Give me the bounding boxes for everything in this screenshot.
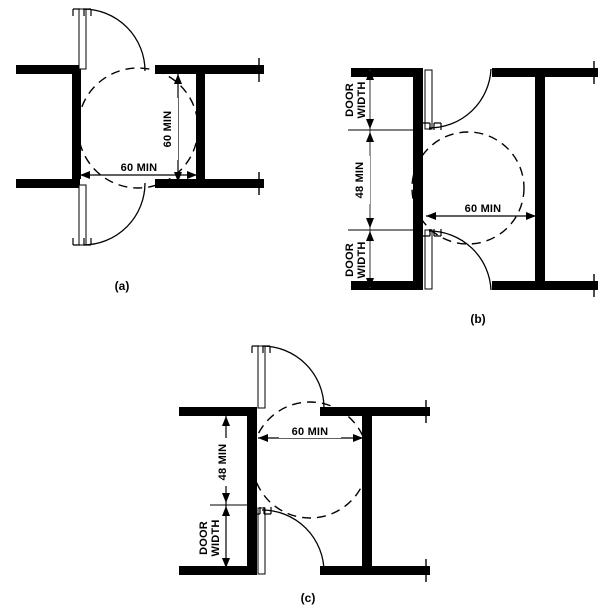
hinge-icon-top-a: [72, 8, 92, 16]
door-leaf-top-b: [424, 69, 433, 130]
wall-left-vertical-b: [413, 68, 423, 290]
dim-label-48-min-b: 48 MIN: [354, 162, 366, 199]
door-leaf-bottom-c: [257, 507, 266, 575]
dim-label-48-min-c: 48 MIN: [217, 444, 229, 481]
wall-jamb-right-upper-a: [196, 65, 205, 179]
dim-label-60-min-vertical-a: 60 MIN: [162, 111, 174, 148]
figure-caption-a: (a): [115, 279, 130, 293]
figure-caption-b: (b): [470, 312, 485, 326]
wall-lower-right-a: [155, 179, 264, 188]
dim-arrow-right-b: [526, 212, 536, 220]
dim-arrow-right-a: [187, 171, 197, 179]
wall-jamb-left-upper-a: [72, 65, 81, 179]
dim-label-bg-horizontal-a: [108, 160, 170, 174]
dim-label-60-min-b: 60 MIN: [465, 203, 502, 215]
dim-label-60-min-horizontal-a: 60 MIN: [121, 162, 158, 174]
wall-upper-left-a: [16, 65, 80, 74]
dim-label-bg-vertical-a: [164, 98, 178, 160]
wall-top-left-b: [351, 68, 423, 77]
dim-arrow-chain-bottom-c: [222, 558, 230, 568]
wall-top-left-c: [179, 407, 256, 416]
wall-top-right-c: [320, 407, 430, 416]
swing-arc-top-c: [261, 345, 325, 409]
dim-arrow-chain-mid-bot-down-b: [366, 231, 374, 241]
dim-arrow-chain-mid-down-c: [222, 506, 230, 516]
dim-label-door-width-top-line2-b: WIDTH: [356, 81, 368, 118]
dim-arrow-chain-mid-bot-up-b: [366, 218, 374, 228]
dim-arrow-left-c: [258, 434, 268, 442]
door-leaf-bottom-a: [78, 184, 87, 246]
dim-label-bg-horizontal-b: [452, 201, 514, 215]
door-leaf-top-a: [78, 8, 87, 70]
dim-arrow-chain-top-b: [366, 70, 374, 80]
dim-arrow-right-c: [353, 434, 363, 442]
hinge-icon-top-c: [251, 345, 271, 353]
dim-arrow-top-a: [174, 74, 182, 84]
dim-label-60-min-c: 60 MIN: [292, 426, 329, 438]
turning-space-circle-b: [411, 131, 525, 245]
swing-arc-top-a: [82, 8, 146, 72]
figure-caption-c: (c): [301, 591, 316, 605]
figure-a: 60 MIN 60 MIN (a): [16, 8, 264, 293]
wall-lower-left-a: [16, 179, 80, 188]
hinge-icon-bottom-a: [72, 238, 92, 246]
dim-label-door-width-bot-line1-b: DOOR: [344, 243, 356, 277]
dim-label-door-width-line2-c: WIDTH: [210, 519, 222, 556]
hinge-icon-top-b: [423, 122, 442, 130]
dim-arrow-bottom-a: [174, 172, 182, 182]
dim-arrow-left-a: [80, 171, 90, 179]
figure-b: DOOR WIDTH 48 MIN DOOR WIDTH 60 MIN (b): [344, 61, 598, 326]
dim-label-bg-48-c: [219, 438, 233, 486]
wall-left-vertical-c: [247, 407, 257, 575]
swing-arc-top-b: [428, 68, 492, 129]
dim-label-bg-horizontal-c: [279, 424, 341, 438]
figure-c: 60 MIN 48 MIN DOOR WIDTH (c): [179, 345, 430, 605]
dim-label-door-width-bot-line2-b: WIDTH: [356, 241, 368, 278]
dim-arrow-chain-bottom-b: [366, 278, 374, 288]
door-leaf-top-c: [257, 345, 266, 409]
dim-label-door-width-top-line1-b: DOOR: [344, 83, 356, 117]
dim-arrow-left-b: [426, 212, 436, 220]
dim-arrow-chain-mid-top-down-b: [366, 132, 374, 142]
wall-bottom-left-b: [351, 281, 423, 290]
dim-arrow-chain-mid-up-c: [222, 493, 230, 503]
hinge-icon-bottom-b: [423, 229, 442, 237]
dim-label-door-width-line1-c: DOOR: [198, 521, 210, 555]
wall-bottom-right-c: [320, 566, 430, 575]
hinge-icon-bottom-c: [253, 507, 272, 515]
swing-arc-bottom-c: [261, 509, 325, 573]
dim-arrow-chain-mid-top-up-b: [366, 119, 374, 129]
door-leaf-bottom-b: [424, 229, 433, 290]
wall-upper-right-a: [155, 65, 264, 74]
swing-arc-bottom-b: [428, 230, 492, 291]
wall-right-vertical-c: [362, 407, 372, 575]
turning-space-circle-c: [251, 401, 369, 519]
swing-arc-bottom-a: [82, 182, 146, 246]
wall-right-vertical-b: [535, 68, 545, 290]
wall-bottom-right-b: [492, 281, 598, 290]
dim-arrow-chain-top-c: [222, 416, 230, 426]
dim-label-bg-48-b: [356, 156, 370, 204]
wall-bottom-left-c: [179, 566, 256, 575]
